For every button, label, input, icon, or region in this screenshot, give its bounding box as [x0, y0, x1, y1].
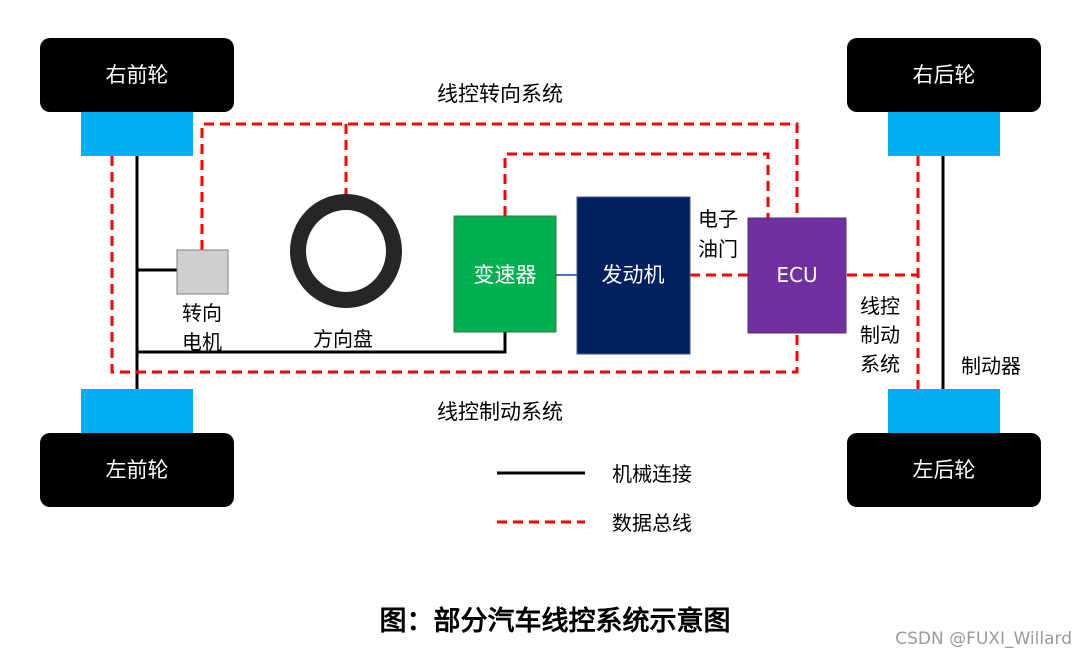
- steering-wheel-label: 方向盘: [313, 327, 373, 351]
- wheel-front-right: 右前轮: [40, 38, 234, 112]
- figure-caption: 图：部分汽车线控系统示意图: [380, 605, 731, 637]
- legend-mechanical-label: 机械连接: [612, 462, 692, 486]
- steering-wheel-ring: [290, 194, 402, 308]
- transmission-box: [453, 215, 557, 333]
- wheel-rear-right-body: [847, 38, 1041, 112]
- wheel-rear-right: 右后轮: [847, 38, 1041, 112]
- gearbox-bus-line: [503, 152, 770, 218]
- data-bus-lines: [110, 122, 920, 389]
- mechanical-links: [135, 156, 945, 389]
- throttle-label-line1: 电子: [698, 207, 738, 231]
- throttle-label-line2: 油门: [698, 237, 738, 261]
- steering-motor-label-line1: 转向: [182, 301, 222, 325]
- hub-front-left: [81, 389, 193, 433]
- wheel-front-right-label: 右前轮: [106, 63, 169, 87]
- ecu-label: ECU: [776, 263, 817, 287]
- watermark: CSDN @FUXI_Willard: [895, 629, 1072, 649]
- engine-box: [576, 196, 691, 355]
- brake-vertical-label-line1: 线控: [860, 294, 900, 318]
- brake-label: 制动器: [961, 354, 1021, 378]
- ecu-box: [747, 217, 847, 334]
- steering-motor-box: [176, 249, 229, 295]
- brake-vertical-label-line2: 制动: [860, 323, 900, 347]
- hub-rear-left: [888, 389, 1000, 433]
- legend: 机械连接 数据总线: [497, 462, 692, 535]
- wheel-front-right-body: [40, 38, 234, 112]
- wheel-front-left-body: [40, 433, 234, 507]
- wheel-rear-left: 左后轮: [847, 433, 1041, 507]
- engine-label: 发动机: [602, 263, 665, 287]
- steer-bus-line: [200, 122, 799, 250]
- brake-by-wire-label: 线控制动系统: [437, 400, 563, 424]
- hub-rear-right: [888, 112, 1000, 156]
- steer-by-wire-label: 线控转向系统: [437, 82, 563, 106]
- steering-motor-label-line2: 电机: [182, 330, 222, 354]
- hub-front-right: [81, 112, 193, 156]
- legend-bus-label: 数据总线: [612, 511, 692, 535]
- wheel-rear-right-label: 右后轮: [913, 63, 976, 87]
- wheel-rear-left-label: 左后轮: [913, 458, 976, 482]
- transmission-label: 变速器: [474, 263, 537, 287]
- brake-vertical-label-line3: 系统: [860, 352, 900, 376]
- wheel-front-left: 左前轮: [40, 433, 234, 507]
- brake-bus-line: [110, 156, 799, 374]
- wheel-front-left-label: 左前轮: [106, 458, 169, 482]
- steering-shaft-line: [137, 332, 507, 354]
- wheel-rear-left-body: [847, 433, 1041, 507]
